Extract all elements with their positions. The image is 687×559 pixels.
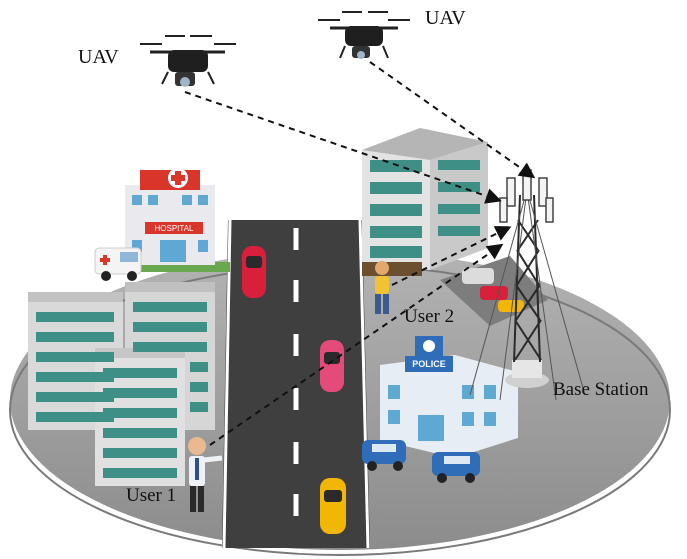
hospital-sign: HOSPITAL [155,224,195,233]
office-buildings-left [28,282,215,486]
uav-right-label: UAV [425,7,466,29]
communication-links [184,61,536,446]
link-user1-to-base [209,243,504,446]
hospital-building: HOSPITAL [125,168,230,272]
uav-right-drone [318,11,410,59]
link-uav-right-to-base [369,61,536,179]
ambulance [94,247,142,281]
yellow-car [320,478,346,534]
police-car-left [362,440,406,471]
police-sign: POLICE [412,359,446,369]
user1-label: User 1 [126,485,176,506]
user1-figure [188,437,223,512]
pink-car [320,340,344,392]
uav-left-drone [140,35,236,87]
base-station-label: Base Station [553,379,649,400]
road [222,219,370,549]
parking-lot [440,256,548,326]
police-car-right [432,452,480,483]
uav-left-label: UAV [78,46,119,68]
base-station-tower [469,169,586,401]
police-station: POLICE [380,336,518,458]
red-car [242,246,266,298]
office-building-right [362,128,488,276]
user2-figure [375,261,389,314]
link-uav-left-to-base [184,91,502,204]
user2-label: User 2 [404,306,454,327]
